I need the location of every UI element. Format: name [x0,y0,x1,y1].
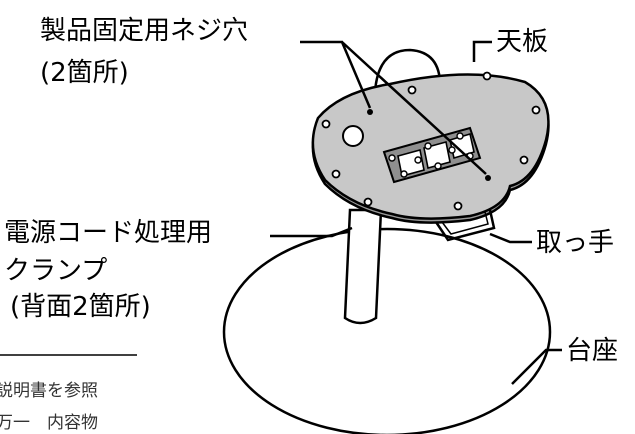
label-cable-clamp-line1: 電源コード処理用 [4,218,213,248]
leader-lines [270,40,562,385]
plate-large-hole [342,125,364,147]
leader-cable-clamp [270,226,353,238]
faded-text-line2: 万一 内容物 [0,413,98,433]
screw-hole-2 [485,175,491,181]
bracket [382,126,482,184]
label-screw-holes: 製品固定用ネジ穴 [40,16,249,46]
label-base: 台座 [566,336,619,366]
handle-shape [434,209,496,242]
label-top-plate: 天板 [496,27,549,57]
stand-pole [343,208,383,325]
screw-hole-1 [367,109,373,115]
plate-edge-holes [321,71,541,211]
leader-base [511,348,562,385]
leader-handle [489,232,532,244]
label-handle: 取っ手 [536,228,615,258]
label-cable-clamp-line2: クランプ [4,256,108,286]
label-screw-holes-count: (2箇所) [40,58,129,88]
leader-top-plate [472,40,492,62]
leader-screw-holes [300,40,487,175]
label-cable-clamp-count: (背面2箇所) [10,292,151,322]
handle-inner [441,211,489,235]
base-disc [222,227,552,434]
faded-text-line1: 説明書を参照 [0,381,98,401]
